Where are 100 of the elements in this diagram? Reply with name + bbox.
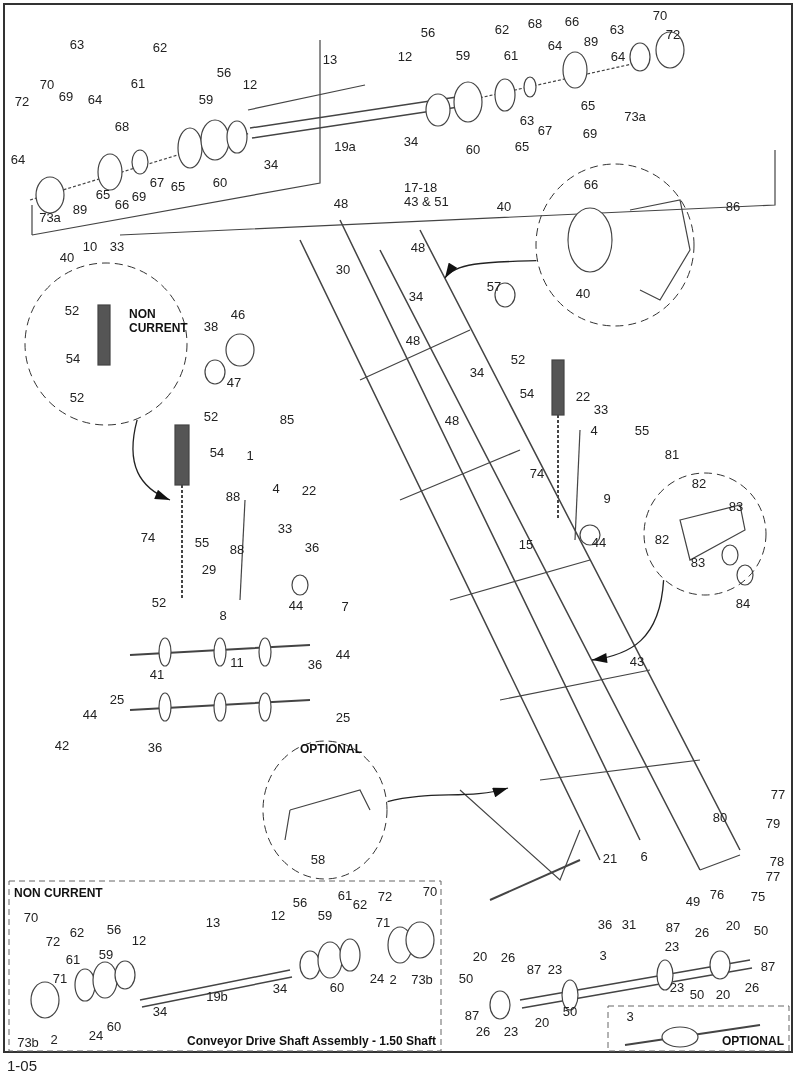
callout-number: 19a — [334, 140, 356, 154]
callout-number: 15 — [518, 538, 534, 552]
callout-number: 3 — [599, 949, 607, 963]
callout-number: 67 — [537, 124, 553, 138]
callout-number: 50 — [753, 924, 769, 938]
callout-number: 59 — [317, 909, 333, 923]
section-heading: NON CURRENT — [14, 886, 103, 900]
callout-number: 54 — [519, 387, 535, 401]
callout-number: 76 — [709, 888, 725, 902]
section-heading: NON CURRENT — [129, 307, 189, 335]
callout-number: 73b — [411, 973, 433, 987]
callout-number: 36 — [304, 541, 320, 555]
callout-number-group: 17-18 43 & 51 — [404, 181, 452, 209]
callout-number: 62 — [494, 23, 510, 37]
callout-number: 26 — [744, 981, 760, 995]
callout-number: 40 — [59, 251, 75, 265]
callout-number: 59 — [98, 948, 114, 962]
callout-number: 44 — [82, 708, 98, 722]
callout-number: 20 — [725, 919, 741, 933]
callout-number: 64 — [610, 50, 626, 64]
callout-number: 34 — [263, 158, 279, 172]
callout-number: 83 — [690, 556, 706, 570]
section-heading: OPTIONAL — [300, 742, 362, 756]
callout-number: 34 — [272, 982, 288, 996]
callout-number: 48 — [410, 241, 426, 255]
callout-number: 62 — [152, 41, 168, 55]
callout-number: 66 — [564, 15, 580, 29]
callout-number: 33 — [593, 403, 609, 417]
callout-number: 73a — [624, 110, 646, 124]
callout-number: 46 — [230, 308, 246, 322]
callout-number: 63 — [69, 38, 85, 52]
callout-number: 87 — [665, 921, 681, 935]
section-heading: OPTIONAL — [722, 1034, 784, 1048]
callout-number: 61 — [130, 77, 146, 91]
callout-number: 12 — [242, 78, 258, 92]
curved-arrow — [132, 419, 171, 501]
callout-number: 48 — [444, 414, 460, 428]
callout-number: 66 — [114, 198, 130, 212]
callout-number: 49 — [685, 895, 701, 909]
callout-number: 20 — [715, 988, 731, 1002]
callout-number: 43 — [629, 655, 645, 669]
callout-number: 24 — [369, 972, 385, 986]
callout-number: 33 — [277, 522, 293, 536]
callout-number: 87 — [526, 963, 542, 977]
callout-number: 72 — [377, 890, 393, 904]
callout-number: 25 — [109, 693, 125, 707]
callout-number: 74 — [140, 531, 156, 545]
callout-number: 7 — [341, 600, 349, 614]
callout-number: 68 — [527, 17, 543, 31]
callout-number: 69 — [582, 127, 598, 141]
callout-number: 52 — [510, 353, 526, 367]
callout-number: 56 — [216, 66, 232, 80]
callout-number: 73a — [39, 211, 61, 225]
callout-number: 58 — [310, 853, 326, 867]
callout-number: 2 — [50, 1033, 58, 1047]
callout-number: 6 — [640, 850, 648, 864]
callout-number: 44 — [591, 536, 607, 550]
callout-number: 61 — [337, 889, 353, 903]
callout-number: 61 — [503, 49, 519, 63]
callout-number: 4 — [272, 482, 280, 496]
callout-number: 86 — [725, 200, 741, 214]
callout-number: 50 — [562, 1005, 578, 1019]
callout-number: 72 — [14, 95, 30, 109]
callout-number: 4 — [590, 424, 598, 438]
callout-number: 12 — [397, 50, 413, 64]
callout-number: 82 — [691, 477, 707, 491]
curved-arrow — [444, 260, 538, 279]
callout-number: 82 — [654, 533, 670, 547]
callout-number: 19b — [206, 990, 228, 1004]
callout-number: 26 — [475, 1025, 491, 1039]
callout-number: 23 — [669, 981, 685, 995]
callout-number: 52 — [64, 304, 80, 318]
callout-number: 85 — [279, 413, 295, 427]
callout-number: 55 — [634, 424, 650, 438]
callout-number: 52 — [69, 391, 85, 405]
callout-number: 71 — [375, 916, 391, 930]
callout-number: 13 — [205, 916, 221, 930]
callout-number: 36 — [597, 918, 613, 932]
callout-number: 89 — [583, 35, 599, 49]
callout-number: 70 — [652, 9, 668, 23]
callout-number: 55 — [194, 536, 210, 550]
callout-number: 71 — [52, 972, 68, 986]
callout-number: 63 — [519, 114, 535, 128]
callout-number: 60 — [465, 143, 481, 157]
callout-number: 44 — [335, 648, 351, 662]
callout-number: 59 — [455, 49, 471, 63]
callout-number: 62 — [69, 926, 85, 940]
callout-number: 1 — [246, 449, 254, 463]
callout-number: 23 — [547, 963, 563, 977]
callout-number: 88 — [225, 490, 241, 504]
callout-number: 42 — [54, 739, 70, 753]
callout-number: 52 — [203, 410, 219, 424]
callout-number: 65 — [514, 140, 530, 154]
callout-number: 60 — [329, 981, 345, 995]
callout-number: 68 — [114, 120, 130, 134]
callout-number: 65 — [580, 99, 596, 113]
callout-number: 77 — [770, 788, 786, 802]
curved-arrow — [386, 787, 509, 803]
callout-number: 69 — [131, 190, 147, 204]
callout-number: 31 — [621, 918, 637, 932]
